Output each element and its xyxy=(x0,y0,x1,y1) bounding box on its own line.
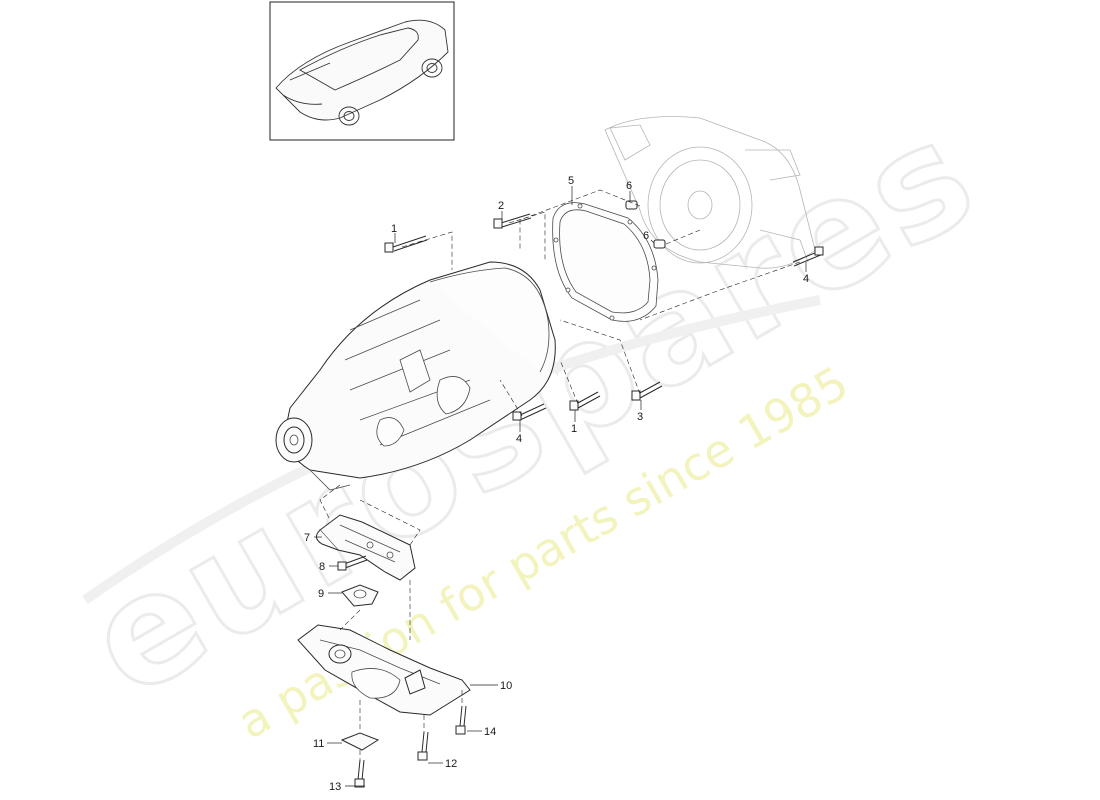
bolt-14 xyxy=(455,705,467,735)
bolt-1-upper xyxy=(384,235,428,253)
rubber-mount xyxy=(341,584,379,607)
callout-11: 11 xyxy=(313,738,324,750)
callout-5: 5 xyxy=(568,175,574,187)
dowel-6-lower xyxy=(653,239,666,249)
transmission-mount-bracket xyxy=(316,514,416,581)
vehicle-thumbnail xyxy=(269,1,455,141)
watermark: eurospares a passion for parts since 198… xyxy=(60,85,1006,750)
engine-flywheel-ghost xyxy=(604,116,816,269)
callout-14: 14 xyxy=(484,726,496,738)
bolt-13 xyxy=(354,759,365,788)
crossmember xyxy=(297,624,471,716)
callout-4-right: 4 xyxy=(803,273,809,285)
bolt-3 xyxy=(631,381,663,401)
callout-1-lower: 1 xyxy=(571,423,577,435)
callout-10: 10 xyxy=(500,680,512,692)
callout-9: 9 xyxy=(318,588,324,600)
bolt-4-right xyxy=(792,246,824,267)
bolt-4-left xyxy=(512,403,547,421)
transmission-housing xyxy=(275,261,556,491)
callout-13: 13 xyxy=(329,781,341,793)
bolt-12 xyxy=(417,731,429,761)
leader-lines xyxy=(314,186,807,787)
bolt-2 xyxy=(493,213,532,229)
callout-4-left: 4 xyxy=(516,433,522,445)
car-illustration xyxy=(275,19,449,126)
clip-plate xyxy=(340,732,380,751)
callout-labels: 1 2 5 6 6 4 3 1 4 7 8 9 10 11 12 13 14 xyxy=(304,175,809,793)
callout-12: 12 xyxy=(445,758,457,770)
callout-2: 2 xyxy=(498,200,504,212)
callout-8: 8 xyxy=(319,561,325,573)
callout-6-upper: 6 xyxy=(626,180,632,192)
callout-3: 3 xyxy=(637,411,643,423)
gasket-plate xyxy=(552,202,659,322)
dowel-6-upper xyxy=(625,200,638,210)
callout-6-lower: 6 xyxy=(643,230,649,242)
callout-1-upper: 1 xyxy=(391,223,397,235)
callout-7: 7 xyxy=(304,532,310,544)
watermark-brand: eurospares xyxy=(61,86,1004,731)
bolt-1-lower xyxy=(569,391,601,411)
assembly-dash-lines xyxy=(319,189,801,760)
